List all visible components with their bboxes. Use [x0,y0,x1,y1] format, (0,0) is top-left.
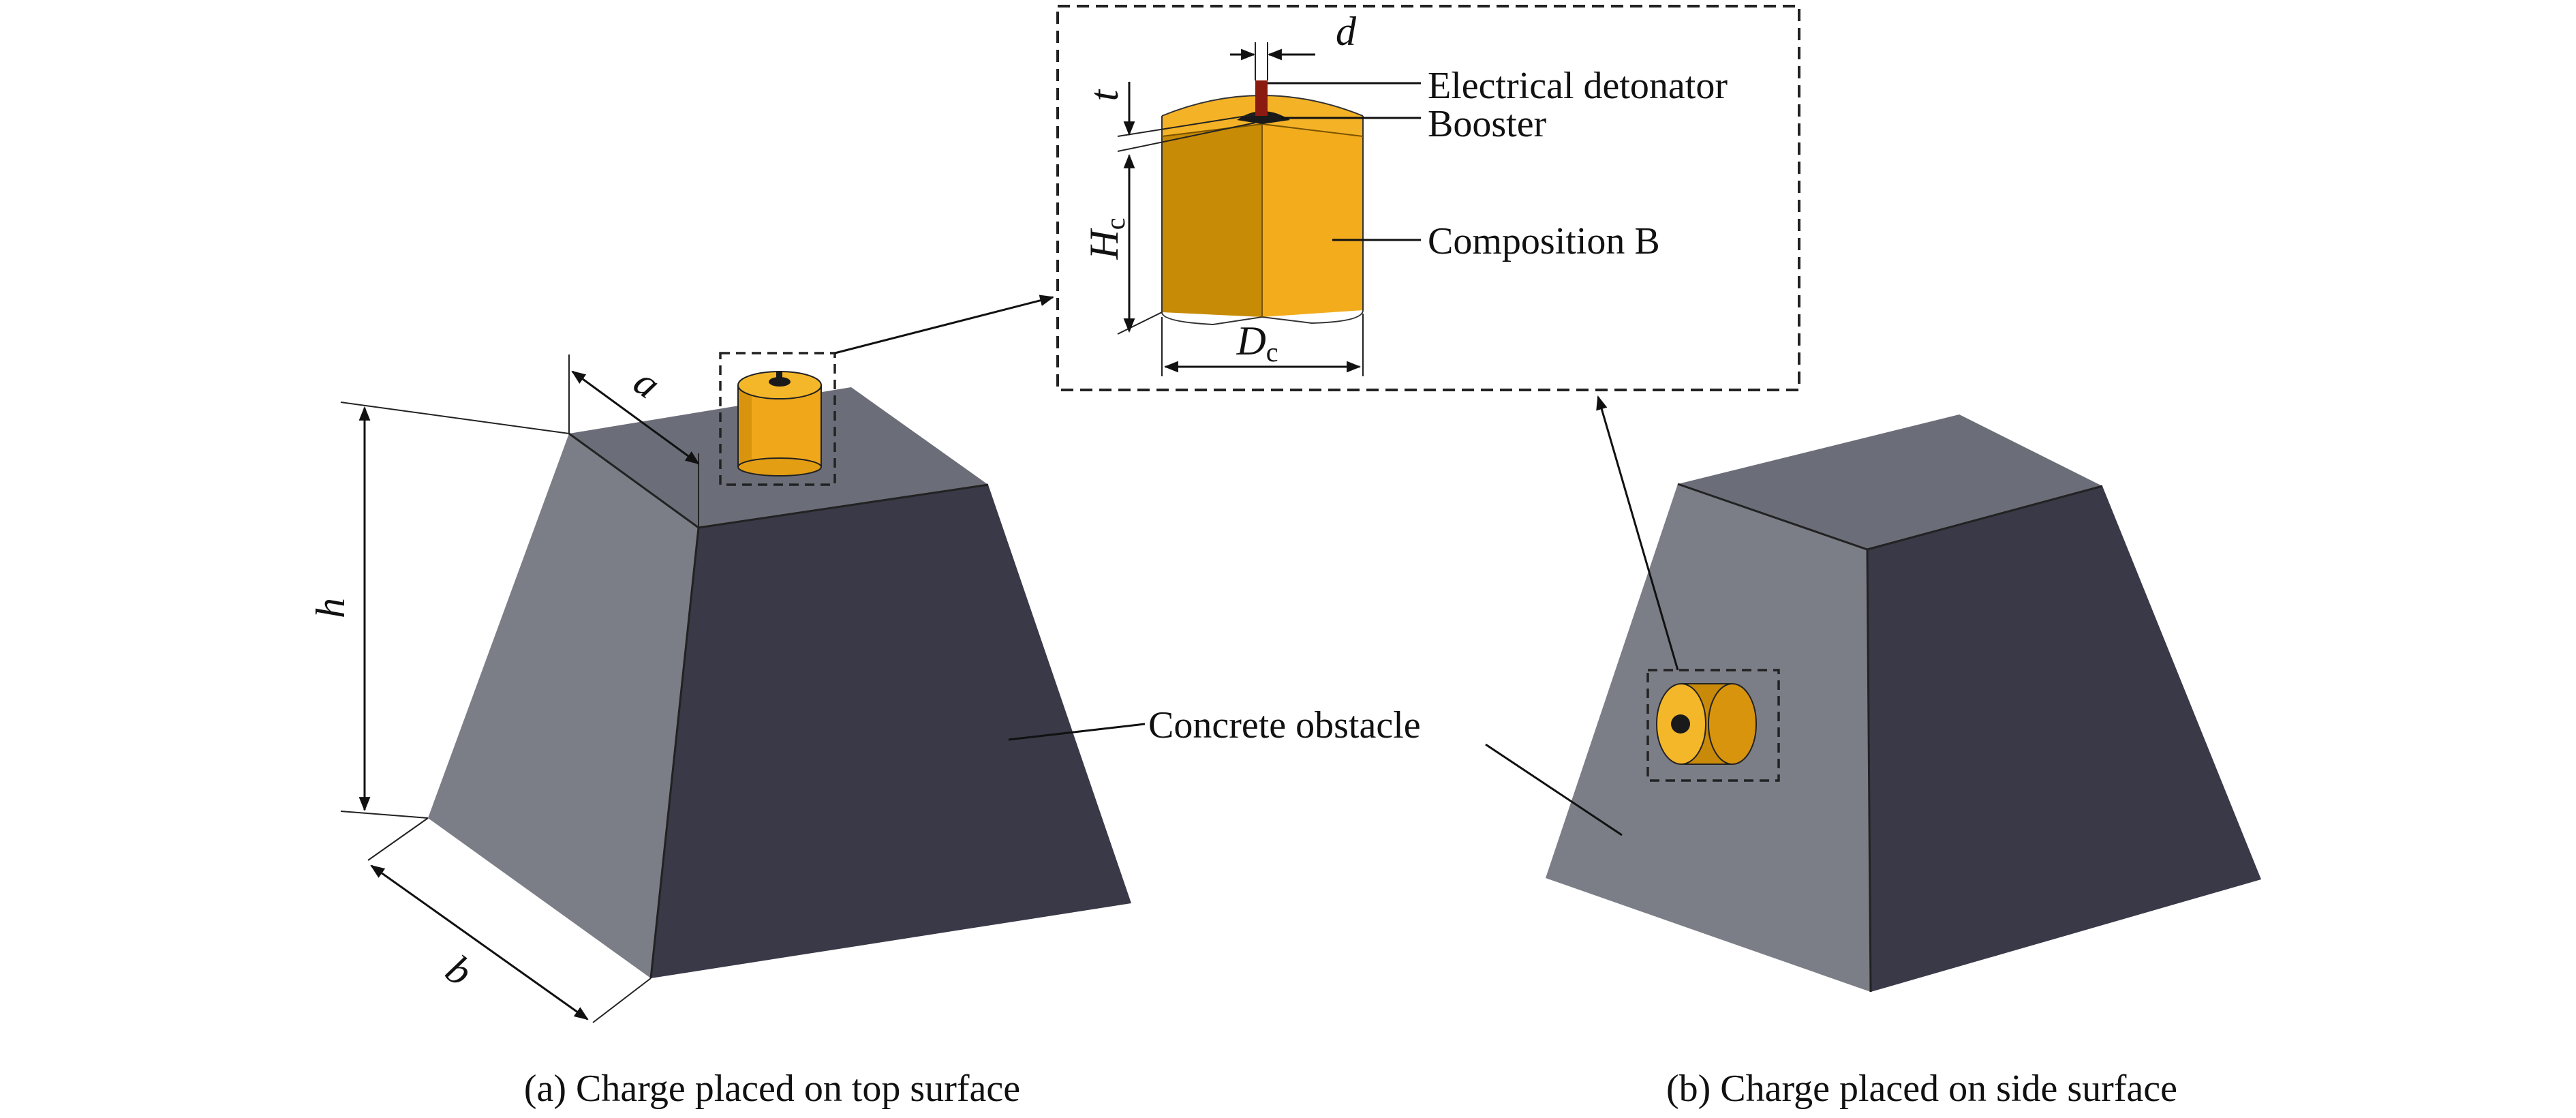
caption-a: (a) Charge placed on top surface [524,1068,1020,1110]
obstacle-b-right-face [1867,486,2261,992]
obstacle-b-top-face [1678,414,2102,549]
booster-small-a [769,377,791,387]
concrete-obstacle-b [1546,414,2261,993]
zoom-arrow-b [1596,395,1679,671]
zoom-box-top [719,352,836,486]
dimension-t: t [1082,82,1256,152]
electrical-detonator-detail [1255,80,1268,116]
composition-b-callout: Composition B [1332,220,1660,262]
dim-hc-label: Hc [1082,217,1131,260]
concrete-obstacle-a [428,387,1131,979]
dim-t-label: t [1082,89,1126,101]
caption-b: (b) Charge placed on side surface [1666,1068,2177,1110]
obstacle-a-left-face [428,434,699,978]
booster-small-b [1671,714,1690,734]
concrete-obstacle-callout: Concrete obstacle [1008,704,1421,746]
dim-dc-label: Dc [1236,318,1278,367]
zoom-arrow-a [834,294,1055,354]
booster-label: Booster [1428,103,1547,145]
dimension-dc: Dc [1161,314,1364,376]
obstacle-a-right-face [651,485,1131,978]
dim-d-label: d [1336,9,1357,54]
charge-top-small [737,371,822,477]
dimension-h: h [308,402,570,819]
detonator-callout: Electrical detonator [1268,65,1728,107]
detail-box [1056,5,1800,391]
booster-detail [1237,111,1290,124]
concrete-obstacle-callout-b [1485,743,1623,836]
charge-detail [1161,80,1364,326]
dim-a-label: a [626,359,669,407]
booster-callout: Booster [1281,103,1547,145]
dimension-d: d [1230,9,1357,80]
composition-b-label: Composition B [1428,220,1660,262]
electrical-detonator-label: Electrical detonator [1428,65,1728,107]
dim-h-label: h [308,598,353,618]
concrete-obstacle-label: Concrete obstacle [1148,704,1421,746]
dim-b-label: b [438,946,480,995]
dimension-hc: Hc [1082,153,1163,335]
charge-side-small [1656,683,1757,765]
zoom-box-side [1646,669,1780,782]
